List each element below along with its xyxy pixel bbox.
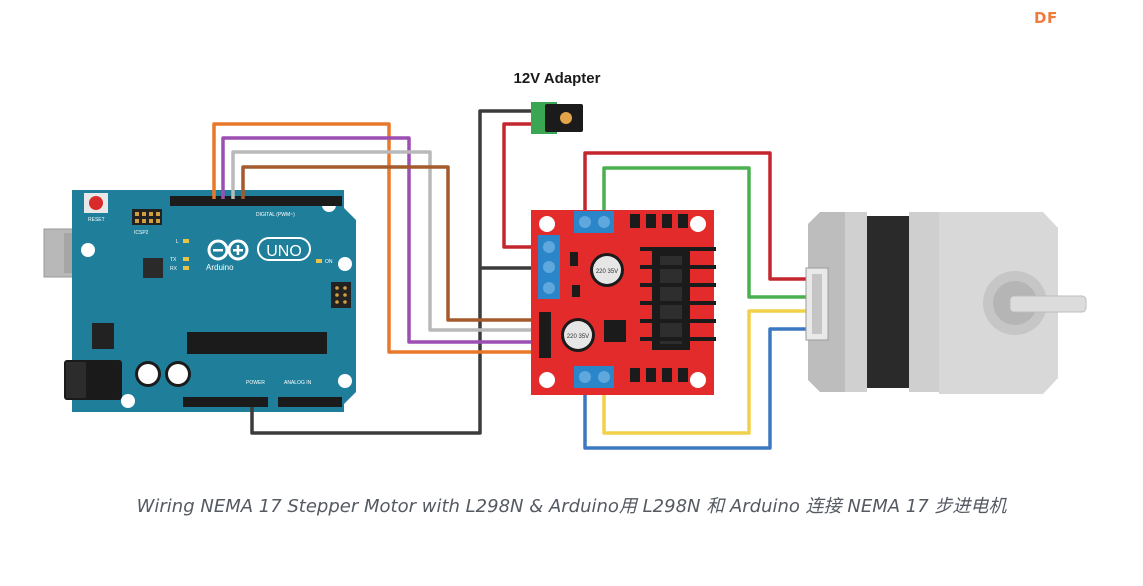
led-label-tx: TX — [170, 257, 177, 263]
motor-terminal-a — [574, 211, 614, 233]
figure-caption: Wiring NEMA 17 Stepper Motor with L298N … — [136, 496, 1007, 517]
dc-barrel-adapter — [531, 102, 583, 134]
motor-shaft — [1009, 295, 1087, 313]
wire-motor-green — [602, 166, 808, 299]
wire-orange — [212, 122, 540, 354]
uno-logo-text: UNO — [266, 243, 302, 260]
power-label: POWER — [246, 380, 265, 386]
wire-adapter-black — [250, 109, 531, 435]
atmega-chip — [187, 332, 327, 354]
icsp-label: ICSP2 — [134, 230, 149, 236]
digital-label: DIGITAL (PWM~) — [256, 212, 295, 218]
power-terminal — [538, 235, 560, 299]
arduino-uno-board: RESET ICSP2 DIGITAL (PWM~) UNO Arduino L… — [43, 190, 356, 412]
wire-motor-blue — [583, 327, 808, 450]
wires — [212, 109, 808, 450]
led-label-rx: RX — [170, 266, 178, 272]
input-header — [539, 312, 551, 358]
arduino-brand-text: Arduino — [206, 263, 234, 272]
arduino-infinity-logo — [207, 239, 249, 261]
cap-label-2: 220 35V — [567, 334, 589, 340]
on-label: ON — [325, 259, 333, 265]
wire-gray — [231, 150, 540, 332]
l298n-driver-board: 220 35V 220 35V — [531, 210, 716, 395]
led-label-l: L — [176, 239, 179, 245]
power-header — [183, 397, 268, 407]
cap-label-1: 220 35V — [596, 269, 618, 275]
wire-motor-red — [583, 151, 808, 281]
wire-adapter-red — [502, 122, 540, 249]
wire-brown — [241, 165, 540, 322]
digital-header — [170, 196, 342, 206]
reset-label: RESET — [88, 217, 105, 223]
analog-label: ANALOG IN — [284, 380, 312, 386]
df-logo: DF — [1034, 9, 1058, 27]
arduino-pcb — [72, 190, 356, 412]
nema17-stepper-motor — [805, 212, 1087, 394]
wire-motor-yellow — [602, 309, 808, 435]
analog-header — [278, 397, 342, 407]
motor-terminal-b — [574, 366, 614, 388]
icsp2-header — [132, 209, 162, 225]
wire-purple — [221, 136, 540, 344]
adapter-label: 12V Adapter — [514, 70, 601, 87]
